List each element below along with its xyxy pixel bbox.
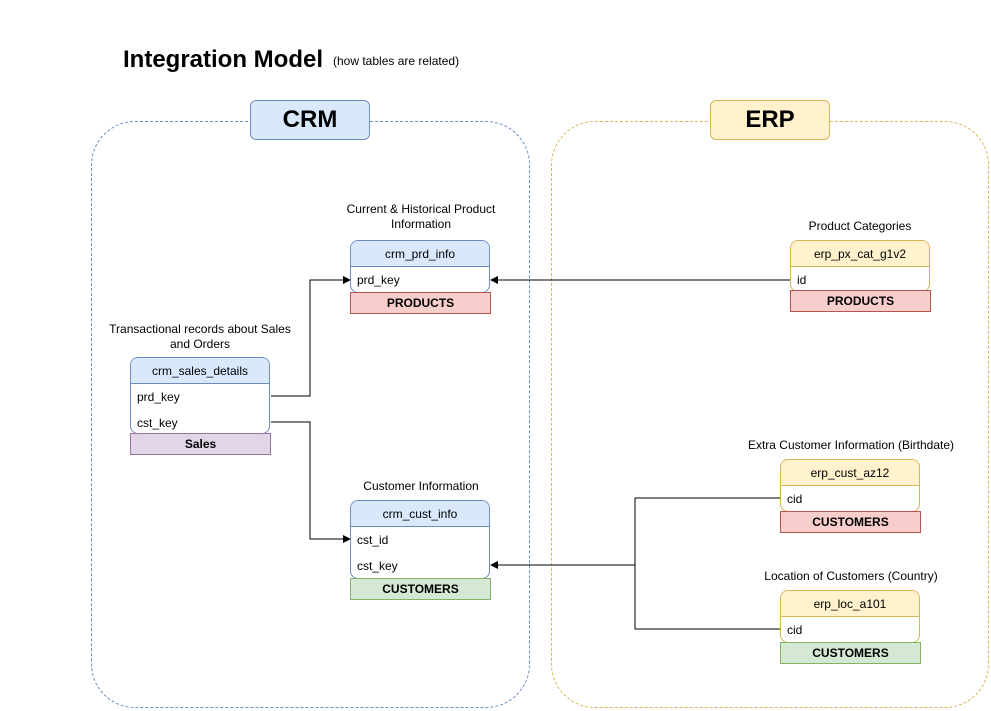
table-crm-prd-info[interactable]: crm_prd_info prd_key	[350, 240, 490, 293]
customers-tag: CUSTOMERS	[780, 511, 921, 533]
products-tag: PRODUCTS	[350, 292, 491, 314]
table-header: crm_sales_details	[131, 358, 269, 384]
sales-details-caption: Transactional records about Sales and Or…	[109, 322, 291, 351]
table-header: erp_loc_a101	[781, 591, 919, 617]
products-tag: PRODUCTS	[790, 290, 931, 312]
diagram-title: Integration Model	[123, 46, 323, 73]
cust-info-caption: Customer Information	[363, 479, 479, 493]
table-header: erp_cust_az12	[781, 460, 919, 486]
table-header: crm_cust_info	[351, 501, 489, 527]
customers-tag: CUSTOMERS	[350, 578, 491, 600]
customers-tag: CUSTOMERS	[780, 642, 921, 664]
field-cst-key[interactable]: cst_key	[137, 416, 178, 430]
loc-a101-caption: Location of Customers (Country)	[764, 569, 938, 583]
loc-a101-to-cust-info-connector[interactable]	[634, 565, 780, 630]
sales-to-prd-info-connector[interactable]	[271, 276, 351, 397]
table-erp-loc-a101[interactable]: erp_loc_a101 cid	[780, 590, 920, 643]
cust-az12-caption: Extra Customer Information (Birthdate)	[747, 438, 955, 452]
diagram-subtitle: (how tables are related)	[333, 54, 460, 68]
px-cat-caption: Product Categories	[808, 219, 912, 233]
table-crm-sales-details[interactable]: crm_sales_details prd_key cst_key	[130, 357, 270, 434]
table-crm-cust-info[interactable]: crm_cust_info cst_id cst_key	[350, 500, 490, 579]
table-header: crm_prd_info	[351, 241, 489, 267]
field-cst-key[interactable]: cst_key	[357, 559, 398, 573]
field-cid[interactable]: cid	[787, 623, 803, 637]
erp-group-label[interactable]: ERP	[710, 100, 830, 140]
table-erp-px-cat-g1v2[interactable]: erp_px_cat_g1v2 id	[790, 240, 930, 292]
cust-az12-to-cust-info-connector[interactable]	[490, 497, 780, 569]
crm-group-label[interactable]: CRM	[250, 100, 370, 140]
sales-tag: Sales	[130, 433, 271, 455]
sales-to-cust-info-connector[interactable]	[271, 421, 351, 543]
field-cid[interactable]: cid	[787, 492, 803, 506]
field-prd-key[interactable]: prd_key	[137, 390, 180, 404]
prd-info-caption: Current & Historical Product Information	[346, 202, 496, 231]
field-prd-key[interactable]: prd_key	[357, 273, 400, 287]
field-cst-id[interactable]: cst_id	[357, 533, 389, 547]
field-id[interactable]: id	[797, 273, 807, 287]
table-header: erp_px_cat_g1v2	[791, 241, 929, 267]
table-erp-cust-az12[interactable]: erp_cust_az12 cid	[780, 459, 920, 512]
